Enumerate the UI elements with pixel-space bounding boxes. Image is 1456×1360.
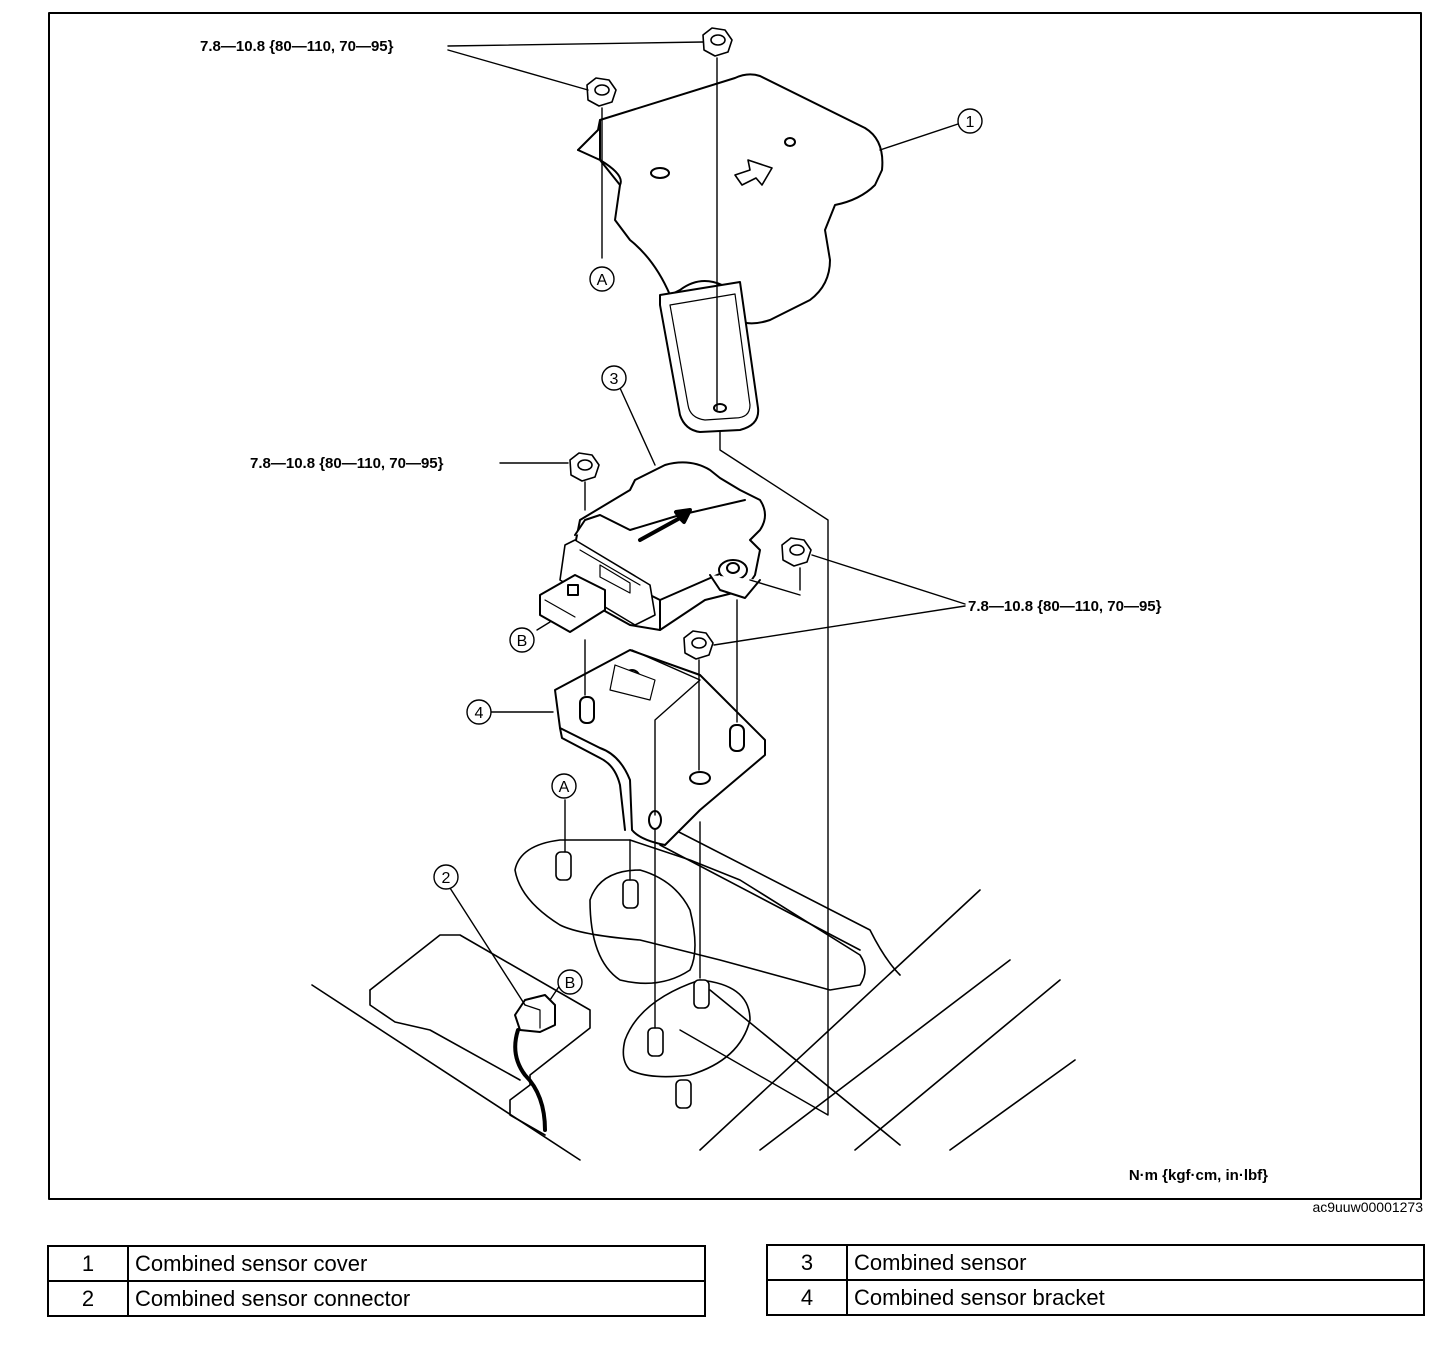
callout-4: 4 bbox=[466, 699, 492, 725]
floor-stud-bolts bbox=[555, 851, 710, 1109]
legend-label: Combined sensor cover bbox=[127, 1245, 706, 1282]
legend-row: 1 Combined sensor cover bbox=[47, 1245, 706, 1282]
svg-text:4: 4 bbox=[475, 705, 484, 722]
legend-row: 4 Combined sensor bracket bbox=[766, 1279, 1425, 1316]
svg-text:3: 3 bbox=[610, 371, 619, 388]
nut-sensor-left bbox=[569, 452, 600, 482]
vehicle-floor bbox=[311, 829, 1076, 1161]
legend-row: 2 Combined sensor connector bbox=[47, 1280, 706, 1317]
callout-leaders bbox=[449, 123, 959, 1006]
assembly-axis-lines bbox=[564, 57, 829, 1116]
callout-3: 3 bbox=[601, 365, 627, 391]
nut-top-right bbox=[702, 27, 733, 57]
svg-text:2: 2 bbox=[442, 870, 451, 887]
diagram-frame bbox=[48, 12, 1422, 1200]
nut-top-left bbox=[586, 77, 617, 107]
combined-sensor bbox=[539, 461, 766, 633]
torque-spec-top: 7.8—10.8 {80—110, 70—95} bbox=[200, 38, 394, 55]
svg-text:B: B bbox=[517, 633, 528, 650]
torque-spec-sensor-left: 7.8—10.8 {80—110, 70—95} bbox=[250, 455, 444, 472]
callout-a-floor: A bbox=[551, 773, 577, 799]
exploded-view-diagram: 7.8—10.8 {80—110, 70—95} 7.8—10.8 {80—11… bbox=[48, 12, 1422, 1200]
svg-text:A: A bbox=[559, 779, 570, 796]
document-id: ac9uuw00001273 bbox=[1312, 1199, 1423, 1215]
legend-number: 2 bbox=[47, 1280, 129, 1317]
callout-b-connector: B bbox=[557, 969, 583, 995]
torque-spec-right: 7.8—10.8 {80—110, 70—95} bbox=[968, 598, 1162, 615]
svg-text:A: A bbox=[597, 272, 608, 289]
legend-label: Combined sensor bbox=[846, 1244, 1425, 1281]
parts-legend-right: 3 Combined sensor 4 Combined sensor brac… bbox=[766, 1244, 1425, 1316]
callout-b-sensor: B bbox=[509, 627, 535, 653]
legend-number: 4 bbox=[766, 1279, 848, 1316]
legend-label: Combined sensor connector bbox=[127, 1280, 706, 1317]
legend-row: 3 Combined sensor bbox=[766, 1244, 1425, 1281]
combined-sensor-connector bbox=[513, 994, 556, 1132]
legend-label: Combined sensor bracket bbox=[846, 1279, 1425, 1316]
parts-legend-left: 1 Combined sensor cover 2 Combined senso… bbox=[47, 1245, 706, 1317]
legend-number: 1 bbox=[47, 1245, 129, 1282]
callout-a-cover: A bbox=[589, 266, 615, 292]
svg-text:B: B bbox=[565, 975, 576, 992]
combined-sensor-bracket bbox=[554, 649, 766, 846]
torque-leaders bbox=[447, 41, 966, 646]
flange-nuts bbox=[569, 27, 812, 660]
nut-bracket bbox=[683, 630, 714, 660]
combined-sensor-cover bbox=[577, 73, 884, 433]
legend-number: 3 bbox=[766, 1244, 848, 1281]
svg-text:1: 1 bbox=[966, 114, 975, 131]
callout-2: 2 bbox=[433, 864, 459, 890]
torque-units-label: N·m {kgf·cm, in·lbf} bbox=[1129, 1167, 1268, 1184]
nut-sensor-right bbox=[781, 537, 812, 567]
callout-1: 1 bbox=[957, 108, 983, 134]
